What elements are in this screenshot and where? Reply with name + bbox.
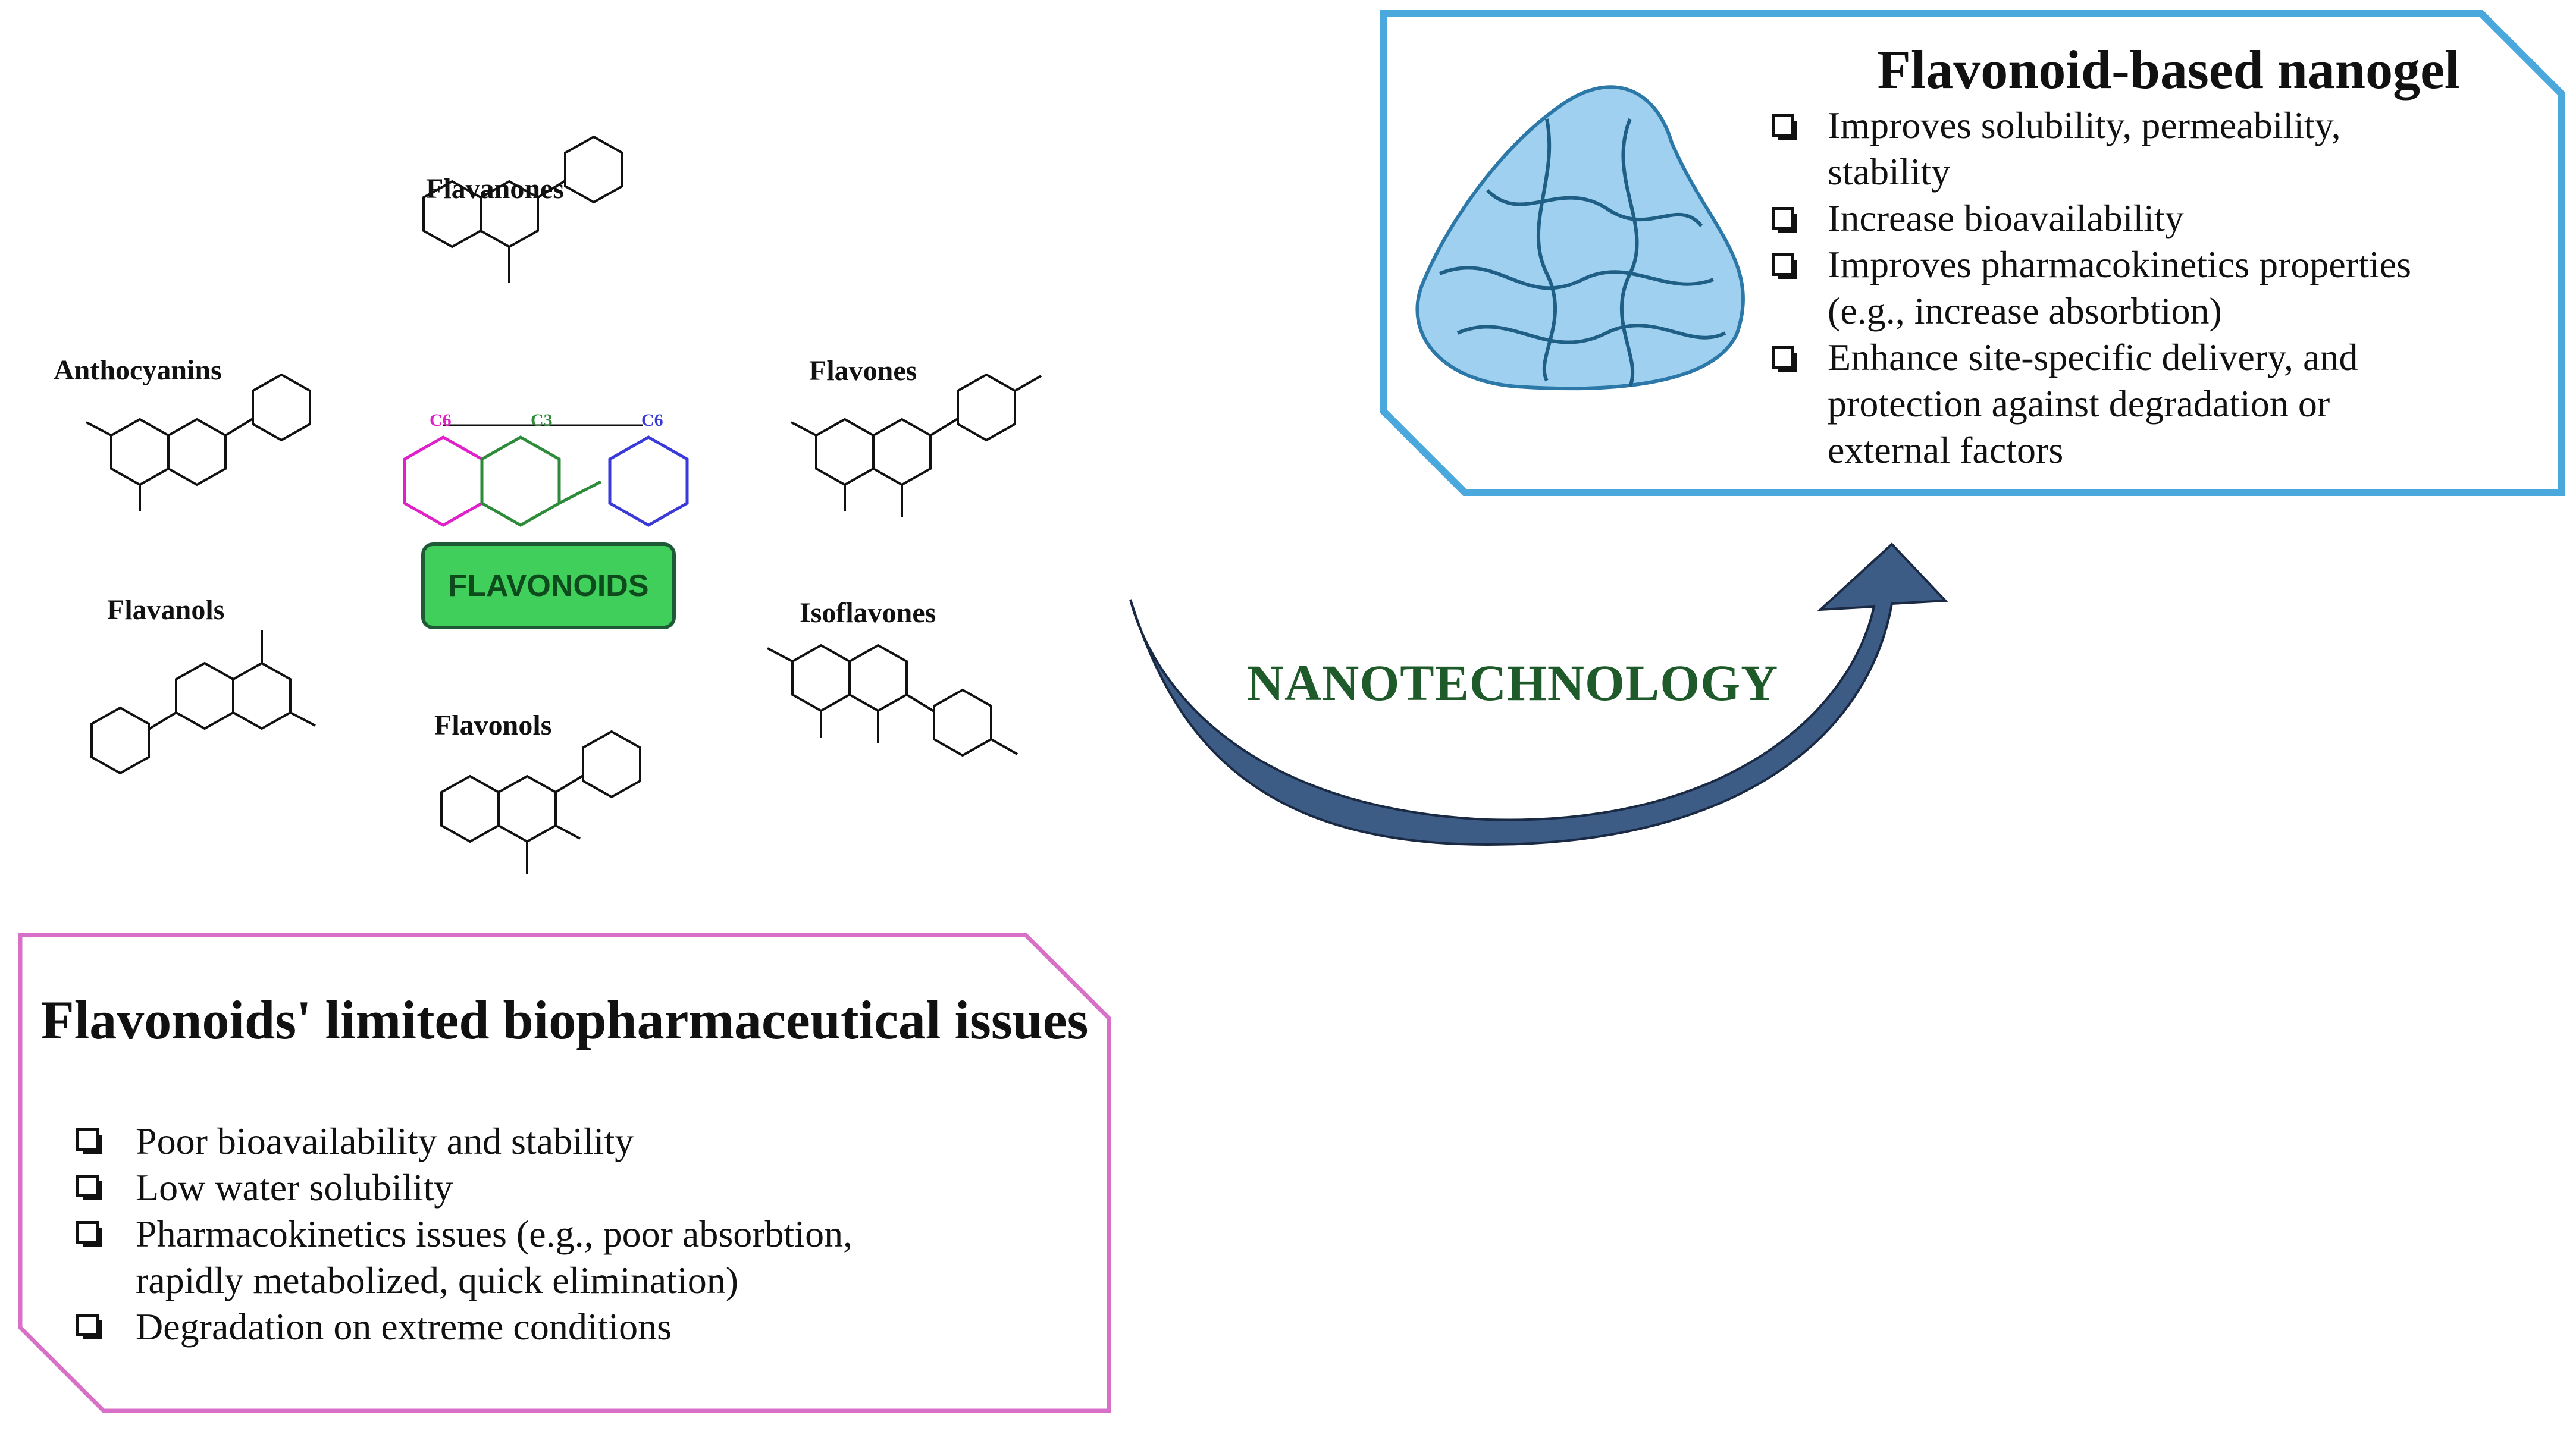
flavanone-structure: [422, 135, 623, 283]
checkbox-icon: [1772, 253, 1797, 279]
isoflavone-structure: [767, 644, 1018, 757]
checkbox-icon: [76, 1175, 102, 1200]
nanogel-item-continued: external factors: [1828, 429, 2064, 471]
checkbox-icon: [76, 1128, 102, 1154]
issues-title: Flavonoids' limited biopharmaceutical is…: [40, 990, 1089, 1050]
label-flavanols: Flavanols: [107, 594, 225, 626]
nanotechnology-label: NANOTECHNOLOGY: [1247, 654, 1779, 711]
flavone-structure: [791, 373, 1042, 517]
checkbox-icon: [76, 1221, 102, 1247]
issue-item: Poor bioavailability and stability: [136, 1120, 634, 1162]
flavanol-structure: [90, 630, 316, 775]
label-c6-right: C6: [641, 410, 663, 430]
label-flavones: Flavones: [809, 355, 917, 387]
nanotechnology-arrow: [1129, 542, 1948, 846]
label-c3: C3: [531, 410, 553, 430]
checkbox-icon: [1772, 346, 1797, 372]
label-isoflavones: Isoflavones: [800, 597, 936, 629]
nanogel-item-continued: protection against degradation or: [1828, 382, 2330, 425]
flavonoids-box: FLAVONOIDS: [421, 542, 676, 629]
issue-item-continued: rapidly metabolized, quick elimination): [136, 1259, 739, 1301]
label-c6-left: C6: [430, 410, 452, 430]
checkbox-icon: [1772, 207, 1797, 233]
flavonol-structure: [440, 730, 641, 874]
nanogel-item: Improves pharmacokinetics properties: [1828, 243, 2411, 285]
issue-item: Low water solubility: [136, 1166, 453, 1209]
nanogel-particle-icon: [1415, 85, 1745, 391]
issues-box-outline: [18, 933, 1111, 1413]
issue-item: Degradation on extreme conditions: [136, 1306, 672, 1348]
label-flavanones: Flavanones: [426, 173, 565, 205]
flavonoids-label: FLAVONOIDS: [448, 569, 649, 603]
checkbox-icon: [1772, 114, 1797, 140]
label-anthocyanins: Anthocyanins: [54, 354, 222, 386]
nanogel-item: Improves solubility, permeability,: [1828, 104, 2341, 146]
flavonoid-skeleton: [403, 424, 689, 527]
anthocyanin-structure: [86, 373, 311, 511]
nanogel-item-continued: stability: [1828, 150, 1951, 193]
nanogel-item: Enhance site-specific delivery, and: [1828, 336, 2358, 378]
nanogel-title: Flavonoid-based nanogel: [1877, 39, 2460, 100]
issue-item: Pharmacokinetics issues (e.g., poor abso…: [136, 1213, 853, 1255]
checkbox-icon: [76, 1314, 102, 1339]
nanogel-item: Increase bioavailability: [1828, 197, 2184, 239]
nanogel-item-continued: (e.g., increase absorbtion): [1828, 290, 2222, 332]
label-flavonols: Flavonols: [434, 710, 552, 741]
